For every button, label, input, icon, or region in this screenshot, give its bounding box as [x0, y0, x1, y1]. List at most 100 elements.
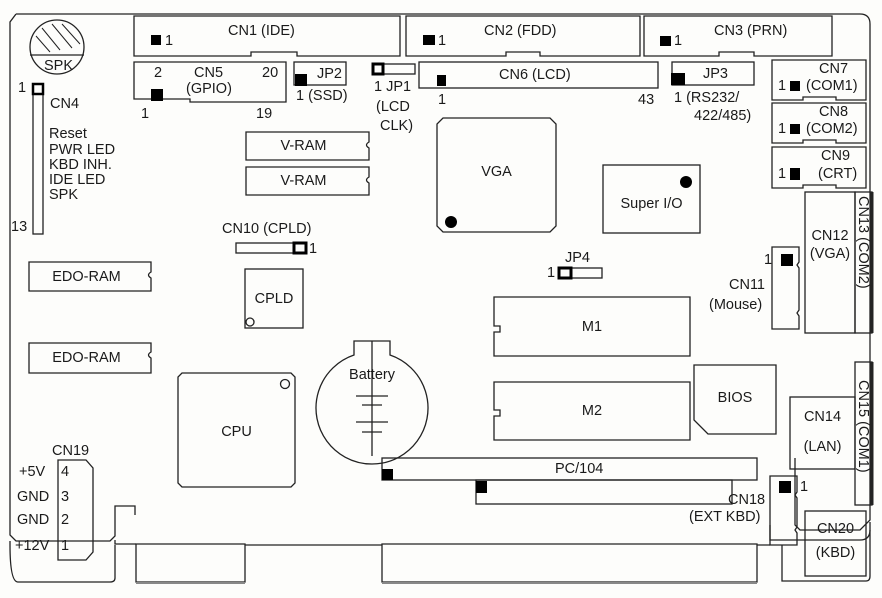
cn18-outline	[769, 475, 798, 546]
cn6-pin1: 1	[438, 92, 447, 108]
cn4-signal-reset: Reset	[49, 126, 87, 142]
cn5-pin1-marker	[151, 89, 163, 101]
cn3-outline	[643, 15, 833, 57]
cn19-label: CN19	[52, 443, 90, 459]
cn4-outline	[32, 83, 44, 235]
cn11-sublabel: (Mouse)	[709, 297, 763, 313]
cn10-label: CN10 (CPLD)	[222, 221, 312, 237]
jp1-pin1-marker	[371, 62, 385, 76]
edge-connector-right	[381, 543, 758, 583]
jp2-outline	[293, 61, 347, 86]
cn3-pin1: 1	[674, 33, 683, 49]
vga-label: VGA	[481, 164, 512, 180]
cn18-label: CN18	[728, 492, 766, 508]
jp1-sublabel-1: (LCD	[376, 99, 410, 115]
cn8-sublabel: (COM2)	[806, 121, 858, 137]
pc104-label: PC/104	[555, 461, 604, 477]
cn19-label-5v: +5V	[19, 464, 46, 480]
cn12-sublabel: (VGA)	[809, 246, 851, 262]
cn2-outline	[405, 15, 641, 57]
bios-outline	[693, 364, 777, 435]
bios-label: BIOS	[717, 390, 753, 406]
m2-label: M2	[581, 403, 603, 419]
cn5-sublabel: (GPIO)	[186, 81, 232, 97]
cn5-pin2: 2	[154, 65, 163, 81]
cn11-pin1: 1	[764, 252, 773, 268]
cn4-pin13: 13	[11, 219, 28, 235]
cn9-pin1: 1	[778, 166, 787, 182]
vram2-outline	[245, 166, 370, 196]
superio-outline	[602, 164, 701, 234]
cn10-pin1: 1	[309, 241, 318, 257]
spk-circle	[29, 19, 85, 75]
cn1-pin1: 1	[165, 33, 174, 49]
jp4-pin1: 1	[547, 265, 556, 281]
jp1-sublabel-2: CLK)	[380, 118, 414, 134]
cn7-outline	[771, 59, 867, 101]
jp3-pin1-marker	[671, 73, 685, 85]
cn12-label: CN12	[811, 228, 849, 244]
cn5-pin20: 20	[262, 65, 279, 81]
jp3-label: JP3	[703, 66, 728, 82]
cn7-sublabel: (COM1)	[806, 78, 858, 94]
cn4-pin1: 1	[18, 80, 27, 96]
cpld-outline	[244, 268, 304, 329]
cn6-outline	[418, 61, 659, 89]
cpld-label: CPLD	[254, 291, 294, 307]
cn15-label: CN15 (COM1)	[855, 380, 871, 473]
cpu-outline	[177, 372, 296, 488]
vga-outline	[436, 117, 557, 233]
cn5-pin1: 1	[141, 106, 150, 122]
cn8-label: CN8	[819, 104, 849, 120]
cn2-label: CN2 (FDD)	[484, 23, 557, 39]
cn14-sublabel: (LAN)	[803, 439, 842, 455]
cn20-sublabel: (KBD)	[815, 545, 856, 561]
cn2-pin1: 1	[438, 33, 447, 49]
cn1-pin1-marker	[151, 35, 161, 45]
m2-outline	[493, 381, 691, 441]
edo2-label: EDO-RAM	[52, 350, 121, 366]
cn8-outline	[771, 102, 867, 144]
cn14-label: CN14	[803, 409, 842, 425]
vram1-outline	[245, 131, 370, 161]
edge-connector-left	[135, 543, 246, 583]
cn20-outline	[804, 510, 867, 577]
cn19-pin-2: 2	[61, 512, 70, 528]
edo2-outline	[28, 342, 152, 374]
cn14-outline	[789, 396, 856, 470]
cn19-label-gnd-1: GND	[17, 489, 50, 505]
cn2-pin1-marker	[423, 35, 435, 45]
cn3-label: CN3 (PRN)	[714, 23, 788, 39]
cn6-pin43: 43	[638, 92, 655, 108]
jp2-label: JP2	[317, 66, 342, 82]
spk-label: SPK	[44, 58, 74, 74]
cn9-sublabel: (CRT)	[818, 166, 858, 182]
cn1-outline	[133, 15, 401, 57]
cn7-label: CN7	[819, 61, 849, 77]
cn18-pin1: 1	[800, 479, 809, 495]
jp2-sublabel: 1 (SSD)	[296, 88, 348, 104]
cn18-sublabel: (EXT KBD)	[689, 509, 761, 525]
cn7-pin1: 1	[778, 78, 787, 94]
jp3-sublabel-2: 422/485)	[694, 108, 752, 124]
cn5-pin19: 19	[256, 106, 273, 122]
cn11-outline	[771, 246, 800, 330]
jp2-pin1-marker	[295, 74, 307, 86]
superio-label: Super I/O	[620, 196, 683, 212]
cn19-outline	[57, 459, 94, 561]
cn19-pin-1: 1	[61, 538, 70, 554]
battery-label: Battery	[349, 367, 395, 383]
cn19-label-gnd-2: GND	[17, 512, 50, 528]
m1-label: M1	[581, 319, 603, 335]
board-outline	[9, 13, 871, 542]
cn8-pin1: 1	[778, 121, 787, 137]
m1-outline	[493, 296, 691, 357]
cn6-label: CN6 (LCD)	[499, 67, 571, 83]
edo1-outline	[28, 261, 152, 292]
cn4-signal-ide-led: IDE LED	[49, 172, 106, 188]
cn11-label: CN11	[729, 277, 765, 293]
battery-outline	[315, 340, 429, 465]
cn9-label: CN9	[821, 148, 851, 164]
cn4-signal-spk: SPK	[49, 187, 79, 203]
